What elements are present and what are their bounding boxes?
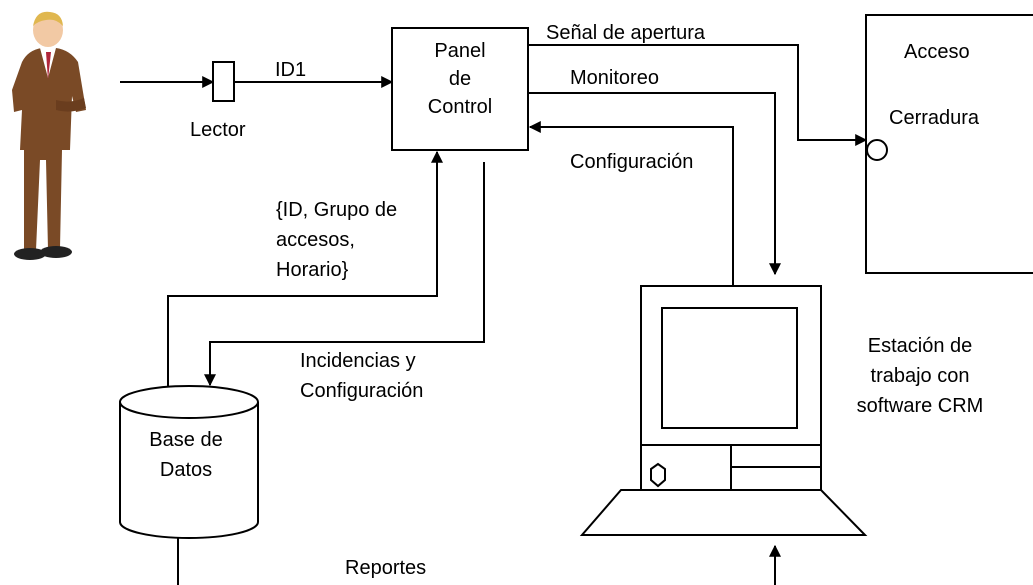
control-panel-label-2: de [449, 68, 471, 90]
db-query-label-2: accesos, [276, 229, 355, 251]
access-box [865, 14, 1033, 274]
reader-label: Lector [190, 119, 246, 141]
database-label-1: Base de [149, 429, 222, 451]
database-label-2: Datos [160, 459, 212, 481]
incidents-arrow [204, 162, 485, 387]
db-query-arrow [167, 150, 443, 390]
person-icon [12, 11, 86, 260]
workstation-label-3: software CRM [857, 395, 984, 417]
monitoring-arrow [528, 92, 781, 276]
incidents-label-2: Configuración [300, 380, 423, 402]
control-panel-box [391, 27, 529, 151]
signal-open-label: Señal de apertura [546, 22, 706, 44]
reports-label: Reportes [345, 557, 426, 579]
incidents-label-1: Incidencias y [300, 350, 416, 372]
db-query-label-3: Horario} [276, 259, 349, 281]
configuration-arrow [528, 121, 734, 285]
lock-icon [866, 139, 888, 161]
monitoring-label: Monitoreo [570, 67, 659, 89]
configuration-label: Configuración [570, 151, 693, 173]
reader-device [212, 61, 235, 102]
db-query-label-1: {ID, Grupo de [276, 199, 397, 221]
workstation-label-1: Estación de [868, 335, 973, 357]
database-cylinder [119, 385, 259, 539]
reader-id-label: ID1 [275, 59, 306, 81]
access-title: Acceso [904, 41, 970, 63]
workstation-computer-icon [579, 285, 868, 536]
workstation-label-2: trabajo con [871, 365, 970, 387]
control-panel-label-1: Panel [434, 40, 485, 62]
lock-label: Cerradura [889, 107, 980, 129]
control-panel-label-3: Control [428, 96, 492, 118]
signal-open-arrow [528, 44, 868, 146]
